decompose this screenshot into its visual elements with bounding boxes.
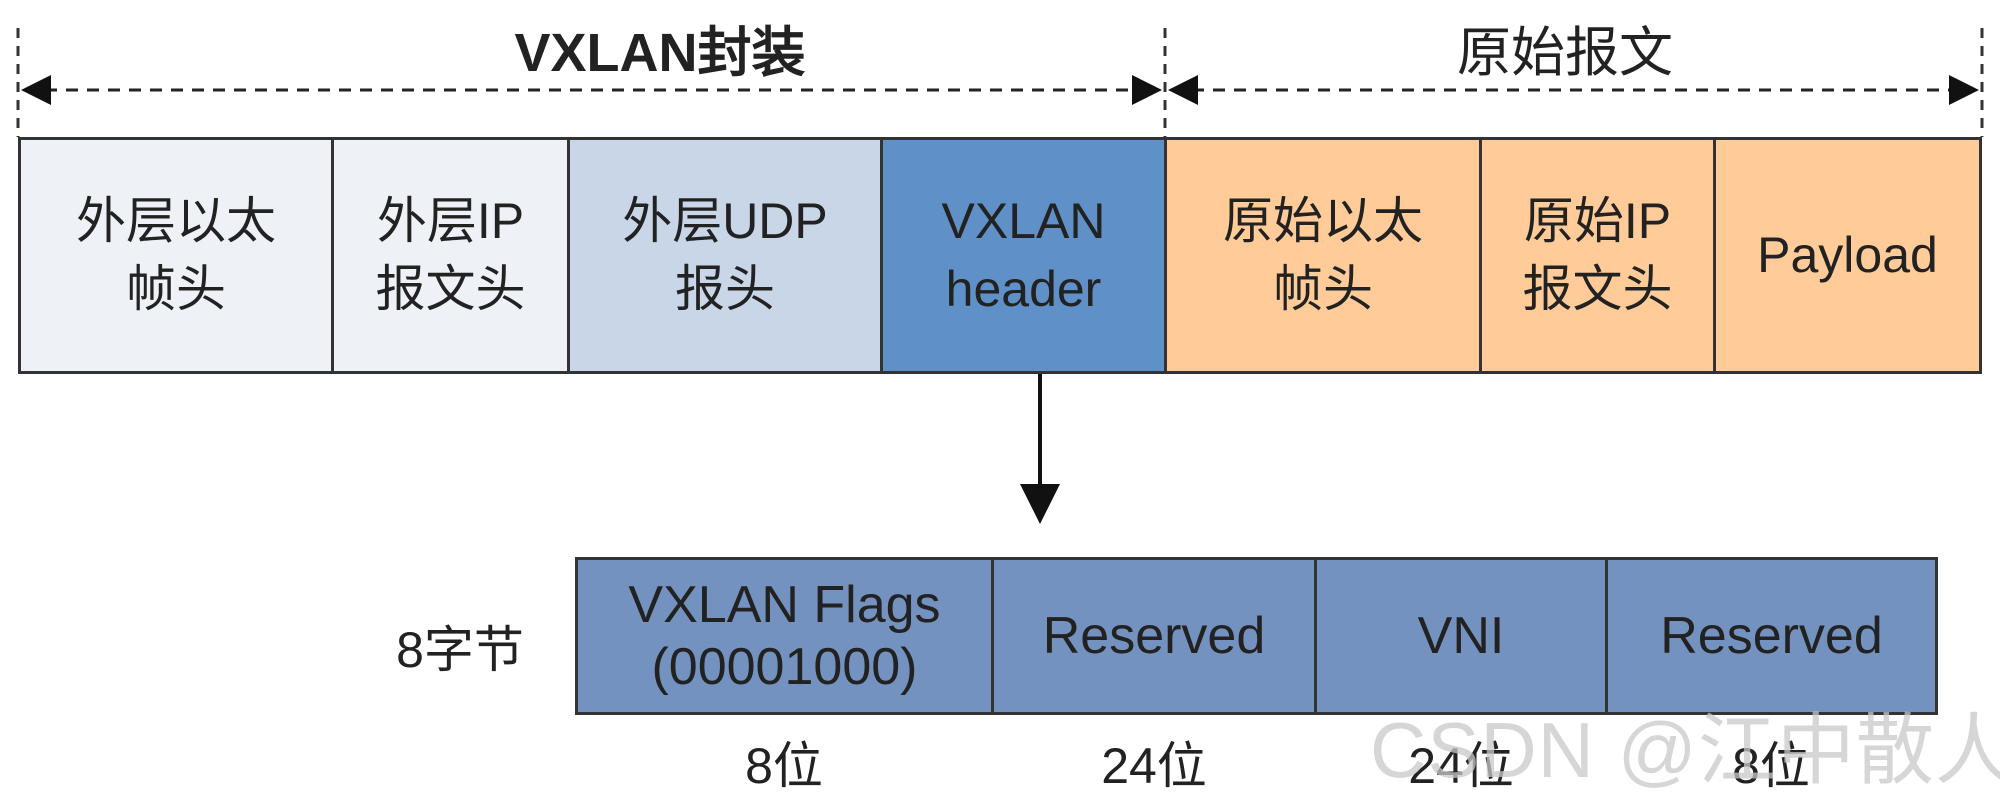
reserved-field-1: Reserved xyxy=(991,557,1317,715)
vxlan-flags-field: VXLAN Flags (00001000) xyxy=(575,557,994,715)
outer-ip-header-cell: 外层IP 报文头 xyxy=(331,137,570,374)
vxlan-encap-title: VXLAN封装 xyxy=(514,23,806,83)
bits-label-flags: 8位 xyxy=(745,738,823,794)
outer-ethernet-header-cell: 外层以太 帧头 xyxy=(18,137,334,374)
outer-udp-header-cell: 外层UDP 报头 xyxy=(567,137,883,374)
original-ethernet-header-cell: 原始以太 帧头 xyxy=(1164,137,1482,374)
reserved-field-2: Reserved xyxy=(1605,557,1938,715)
bits-label-reserved-1: 24位 xyxy=(1101,738,1207,794)
payload-cell: Payload xyxy=(1713,137,1982,374)
vxlan-header-cell: VXLAN header xyxy=(880,137,1167,374)
bits-label-vni: 24位 xyxy=(1408,738,1514,794)
original-packet-title: 原始报文 xyxy=(1457,23,1673,83)
vni-field: VNI xyxy=(1314,557,1608,715)
header-size-label: 8字节 xyxy=(396,622,524,678)
original-ip-header-cell: 原始IP 报文头 xyxy=(1479,137,1716,374)
watermark: CSDN @江中散人 xyxy=(1370,706,2000,794)
bits-label-reserved-2: 8位 xyxy=(1732,738,1810,794)
